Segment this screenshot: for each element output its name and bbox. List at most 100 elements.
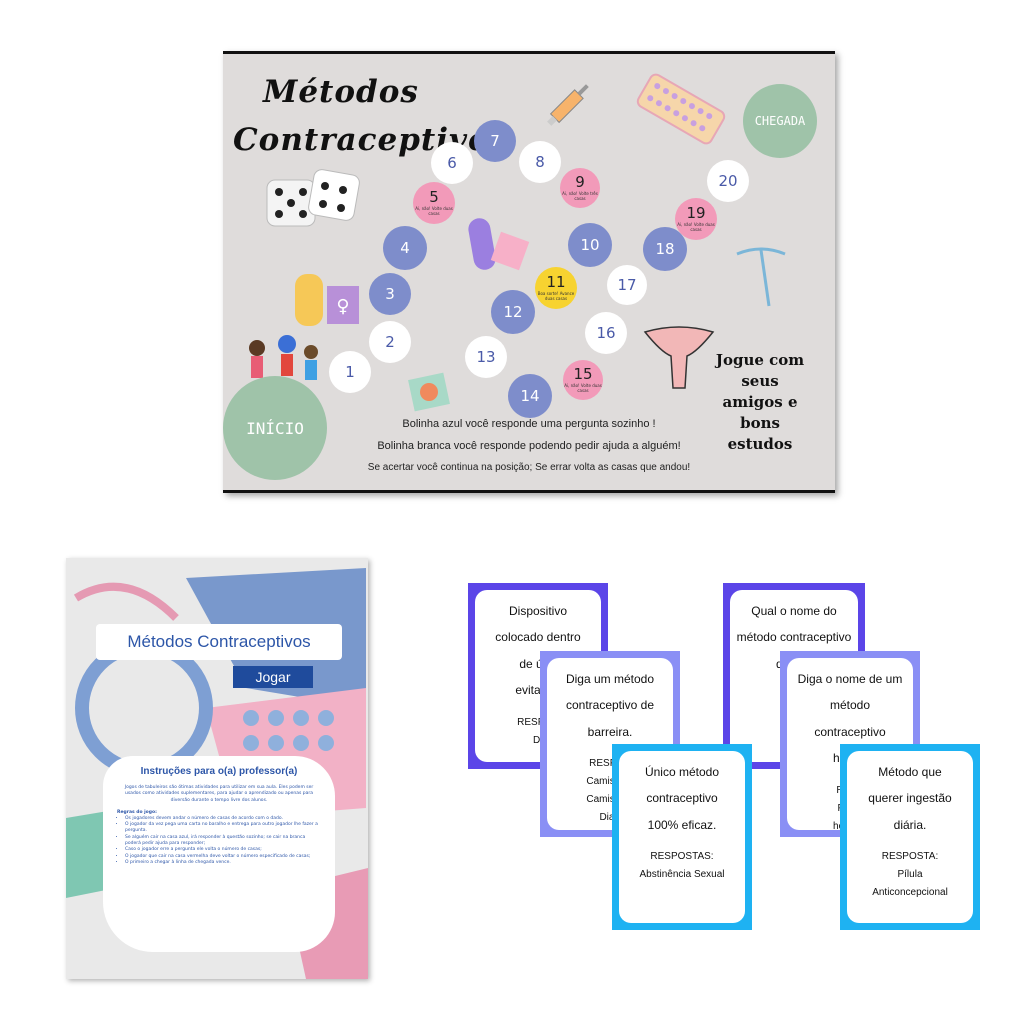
card-question-line: 100% eficaz. [647,817,717,832]
rules-list: Os jogadores devem andar o número de cas… [117,816,321,866]
board-cell-10: 10 [568,223,612,267]
cell-number: 5 [429,188,439,207]
slogan-line: amigos e [722,393,798,411]
slogan: Jogue com seus amigos e bons estudos [705,350,815,455]
cell-number: 15 [573,365,593,384]
cell-number: 13 [476,347,496,366]
dice-icon [266,169,360,227]
cell-number: 8 [535,152,545,171]
card-answer-line: Camisinha [586,794,634,806]
board-cell-20: 20 [707,160,749,202]
teacher-booklet: Métodos Contraceptivos Jogar Instruções … [66,558,368,979]
rule-item: Os jogadores devem andar o número de cas… [125,816,321,822]
instructions-card: Instruções para o(a) professor(a) Jogos … [103,756,335,952]
syringe-icon [547,84,589,126]
card-answer-line: Abstinência Sexual [639,869,725,881]
rule-white: Bolinha branca você responde podendo ped… [377,440,681,452]
board-cell-18: 18 [643,227,687,271]
cell-instruction: Ai, não! Volte duas casas [415,206,453,216]
play-button[interactable]: Jogar [233,666,313,688]
condom-pack-icon [408,372,450,412]
card-answer-line: Diafr [599,812,621,824]
cell-instruction: Ai, não! Volte duas casas [677,222,715,232]
iud-icon [736,247,786,307]
card-answer-line: Anticoncepcional [872,887,948,899]
card-answer-line: Camisinha [586,776,634,788]
board-cell-8: 8 [519,141,561,183]
board-cell-4: 4 [383,226,427,270]
kids-illustration [249,335,318,380]
board-cell-17: 17 [607,265,647,305]
cell-number: 4 [400,238,410,257]
card-question-line: contraceptivo de [565,698,655,713]
card-answer-line: RESPOSTA: [881,851,939,863]
board-cell-16: 16 [585,312,627,354]
slogan-line: bons [740,414,780,432]
rule-item: Caso o jogador erre a pergunta ele volta… [125,847,321,853]
cell-number: 20 [718,171,738,190]
card-question-line: querer ingestão [868,791,952,806]
slogan-line: estudos [727,435,793,453]
cell-number: 9 [575,173,585,192]
card-face: Único método contraceptivo 100% eficaz. RES… [619,751,745,923]
cell-instruction: Boa sorte! Avance duas casas [537,291,575,301]
board-cell-13: 13 [465,336,507,378]
cell-number: 19 [686,204,706,223]
game-board: Métodos Contraceptivos ♀ INÍ [223,51,835,493]
board-cell-7: 7 [474,120,516,162]
cell-number: 7 [490,131,500,150]
card-question-line: colocado dentro [495,630,581,645]
condom-icon [468,218,530,271]
rule-item: O jogador da vez pega uma carta no baral… [125,822,321,835]
slogan-line: Jogue com [715,351,805,369]
cell-number: 18 [655,239,675,258]
board-cell-2: 2 [369,321,411,363]
card-spacer [625,838,739,848]
card-question-line: Dispositivo [508,604,568,618]
rule-item: O jogador que cair na casa vermelha deve… [125,854,321,860]
card-question-line: Diga um método [565,672,655,686]
slogan-line: seus [741,372,779,390]
cell-number: 1 [345,362,355,381]
instructions-intro: Jogos de tabuleiros são ótimas atividade… [124,785,314,803]
rule-item: Se alguém cair na casa azul, irá respond… [125,835,321,848]
cell-number: 3 [385,284,395,303]
finish-space: CHEGADA [743,84,817,158]
rule-blue: Bolinha azul você responde uma pergunta … [402,418,656,430]
cell-number: 10 [580,235,600,254]
uterus-icon [643,326,715,389]
card-spacer [853,838,967,848]
card-question-line: Qual o nome do [751,604,837,618]
card-question-line: Diga o nome de um [797,672,903,686]
pill-pack-icon [636,73,726,145]
card-answer-line: RESPOS [589,758,631,770]
rules-heading: Regras do jogo: [117,809,157,815]
card-answer-line: DI [533,734,543,746]
card-answer-line: RESPOSTAS: [650,851,714,863]
card-question-line: barreira. [587,724,633,739]
board-cell-14: 14 [508,374,552,418]
card-answer-line: Pílula [897,869,923,881]
cell-number: 6 [447,153,457,172]
card-question-line: contraceptivo [814,724,886,739]
card-answer-line: RESPOS [517,716,559,728]
question-card[interactable]: Único método contraceptivo 100% eficaz. RES… [612,744,752,930]
card-question-line: Único método [644,765,720,779]
card-question-line: contraceptivo [646,791,718,806]
rule-answer: Se acertar você continua na posição; Se … [367,462,691,473]
cell-number: 12 [503,302,523,321]
board-title-line1: Métodos [263,74,419,110]
card-question-line: Método que [878,765,942,779]
board-cell-1: 1 [329,351,371,393]
board-cell-3: 3 [369,273,411,315]
card-question-line: método contraceptivo [736,630,852,645]
cell-number: 17 [617,275,637,294]
svg-text:♀: ♀ [336,296,349,317]
instructions-title: Instruções para o(a) professor(a) [140,766,298,777]
booklet-title: Métodos Contraceptivos [96,624,342,660]
